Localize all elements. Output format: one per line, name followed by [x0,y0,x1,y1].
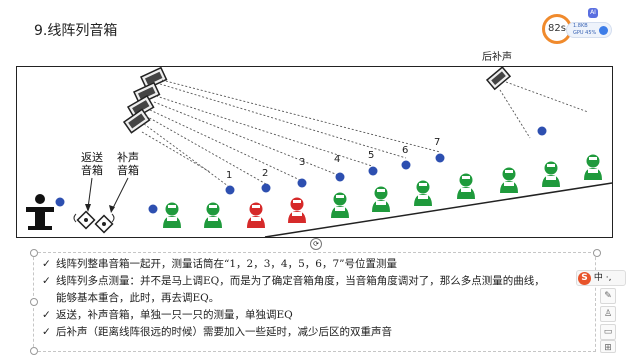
audience-member [457,173,475,199]
grid-icon[interactable]: ⊞ [600,340,616,353]
mic-point [225,185,235,195]
monitor-label-line-2: 音箱 [81,164,103,177]
mic-point [368,166,378,176]
stats-line-2: GPU 45% [573,30,597,36]
audience-member-red [288,197,306,223]
fill-speaker-label: 补声 音箱 [114,151,142,177]
audience-member-red [247,202,265,228]
mic-point [261,183,271,193]
rear-fill-label: 后补声 [482,52,512,63]
mic-point [435,153,445,163]
screen-icon[interactable]: ▭ [600,324,616,340]
monitor-label-line-1: 返送 [81,151,103,164]
line-array-box [140,66,168,90]
mic-point [335,172,345,182]
audience-member [163,202,181,228]
notes-list: ✓ 线阵列整串音箱一起开，测量话筒在“1，2，3，4，5，6，7”号位置测量 ✓ 线… [42,256,587,341]
resize-handle[interactable] [30,249,38,257]
stats-line-1: 1.8KB [573,23,588,29]
monitor-speaker-label: 返送 音箱 [78,151,106,177]
presenter-icon [26,194,54,230]
fill-label-line-2: 音箱 [117,164,139,177]
line-array-speakers [122,66,168,134]
position-number-7: 7 [434,137,441,148]
note-item-1: ✓ 线阵列整串音箱一起开，测量话筒在“1，2，3，4，5，6，7”号位置测量 [42,256,587,273]
rotate-handle[interactable]: ⟳ [310,238,322,250]
mic-point [401,160,411,170]
venue-diagram [16,66,613,238]
stamp-icon[interactable]: ♙ [600,306,616,322]
line-array-box [122,108,151,134]
audience-member [331,192,349,218]
fill-label-line-1: 补声 [117,151,139,164]
performance-badge[interactable]: 82s 1.8KB GPU 45% AI [542,8,614,48]
position-number-5: 5 [368,150,375,161]
check-icon: ✓ [42,275,51,287]
note-text: 能够基本重合，此时，再去调EQ。 [56,292,220,304]
check-icon: ✓ [42,258,51,270]
globe-icon [599,26,608,35]
audience-member [414,180,432,206]
position-number-6: 6 [402,145,409,156]
note-text: 线阵列多点测量：并不是马上调EQ，而是为了确定音箱角度，当音箱角度调对了，那么多… [56,275,545,287]
mic-point [297,178,307,188]
mic-point [148,204,158,214]
ime-toolbar[interactable]: S 中 ·, [576,270,626,286]
note-item-2-continuation: 能够基本重合，此时，再去调EQ。 [42,290,587,307]
note-item-2: ✓ 线阵列多点测量：并不是马上调EQ，而是为了确定音箱角度，当音箱角度调对了，那么… [42,273,587,290]
audience-member [542,161,560,187]
rear-coverage-lines [499,81,589,139]
mic-point [55,197,65,207]
audience-member [372,186,390,212]
note-text: 返送，补声音箱，单独一只一只的测量，单独调EQ [56,309,293,321]
audience-member [584,154,602,180]
position-number-3: 3 [299,157,306,168]
mic-point [537,126,547,136]
note-item-3: ✓ 返送，补声音箱，单独一只一只的测量，单独调EQ [42,307,587,324]
note-item-4: ✓ 后补声（距离线阵很远的时候）需要加入一些延时，减少后区的双重声音 [42,324,587,341]
check-icon: ✓ [42,309,51,321]
check-icon: ✓ [42,326,51,338]
floor-slope [264,182,613,238]
rear-fill-speaker [485,66,512,91]
sogou-icon[interactable]: S [578,272,591,285]
note-text: 后补声（距离线阵很远的时候）需要加入一些延时，减少后区的双重声音 [56,326,392,338]
punctuation-icon[interactable]: ·, [605,273,612,283]
ai-avatar[interactable]: AI [588,8,598,18]
note-text: 线阵列整串音箱一起开，测量话筒在“1，2，3，4，5，6，7”号位置测量 [56,258,397,270]
position-number-4: 4 [334,154,341,165]
stats-pill: 1.8KB GPU 45% [566,22,612,38]
resize-handle[interactable] [30,298,38,306]
ime-language[interactable]: 中 [593,273,603,283]
slide-title: 9.线阵列音箱 [34,23,118,39]
monitor-speaker [73,210,96,230]
fill-speaker [94,213,115,234]
position-number-2: 2 [262,168,269,179]
audience [163,154,602,228]
pen-icon[interactable]: ✎ [600,288,616,304]
audience-member [204,202,222,228]
resize-handle[interactable] [593,249,601,257]
audience-member [500,167,518,193]
measurement-points [55,126,547,214]
position-number-1: 1 [226,170,233,181]
coverage-lines [141,79,441,187]
